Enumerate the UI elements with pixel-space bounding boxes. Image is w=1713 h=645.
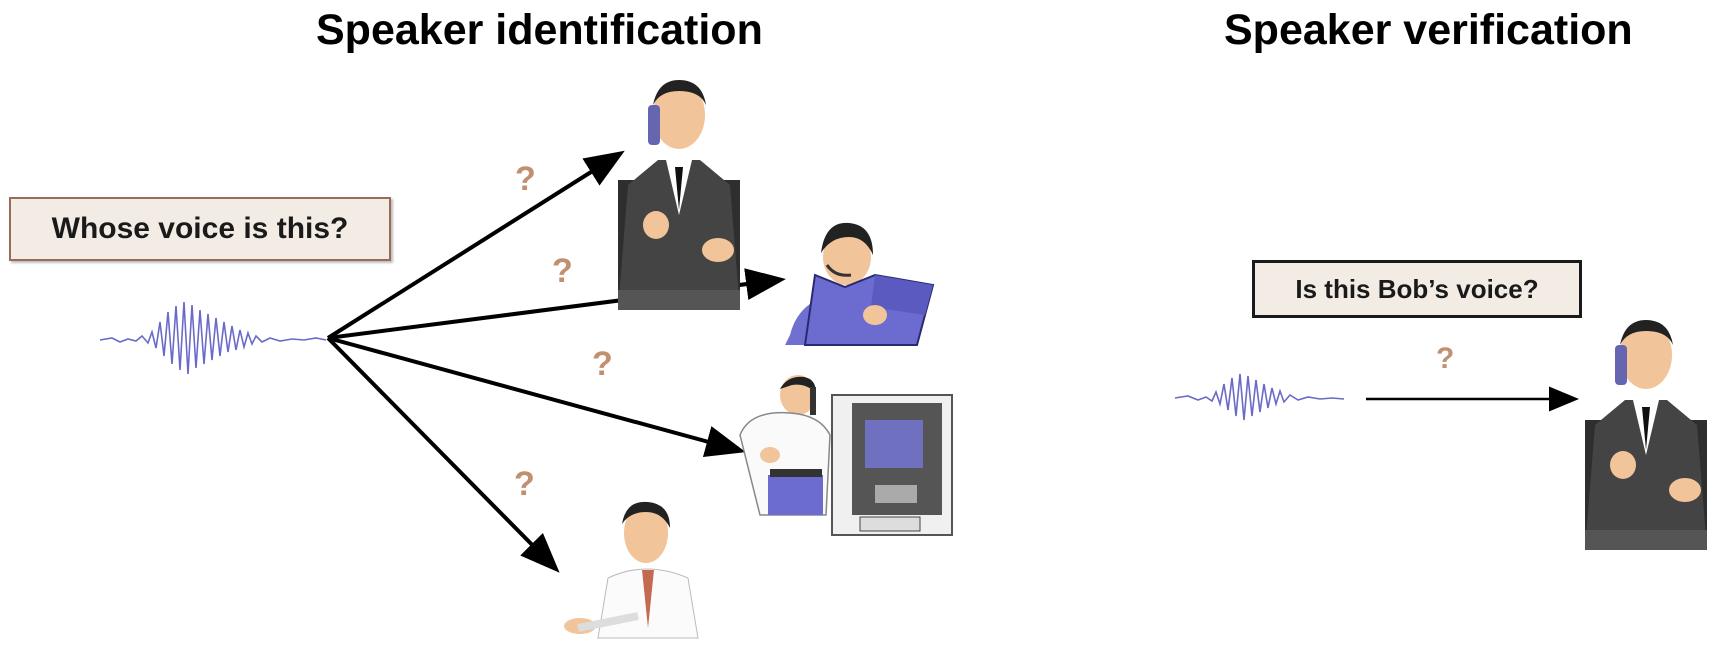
whose-voice-question-text: Whose voice is this? (51, 212, 349, 245)
speaker-identification-title: Speaker identification (316, 6, 763, 54)
bob-voice-question-text: Is this Bob’s voice? (1295, 273, 1539, 304)
speaker-verification-title: Speaker verification (1224, 6, 1633, 54)
man-at-terminal-icon (739, 375, 953, 536)
man-on-phone-icon (618, 80, 740, 310)
woman-with-headset-icon (785, 222, 935, 346)
bob-on-phone-icon (1585, 320, 1707, 550)
question-mark-1: ? (515, 160, 536, 198)
bob-voice-question-box: Is this Bob’s voice? (1252, 260, 1582, 318)
question-mark-bob: ? (1436, 342, 1455, 375)
speech-waveform-left (99, 301, 327, 375)
man-at-desk-icon (564, 501, 699, 639)
whose-voice-question-box: Whose voice is this? (9, 197, 391, 261)
arrow-to-person-3 (327, 336, 746, 458)
question-mark-2: ? (552, 252, 573, 290)
speech-waveform-right (1174, 373, 1345, 421)
arrow-to-person-4 (326, 336, 560, 573)
question-mark-3: ? (592, 345, 613, 383)
question-mark-4: ? (514, 465, 535, 503)
arrow-to-person-1 (326, 150, 625, 340)
